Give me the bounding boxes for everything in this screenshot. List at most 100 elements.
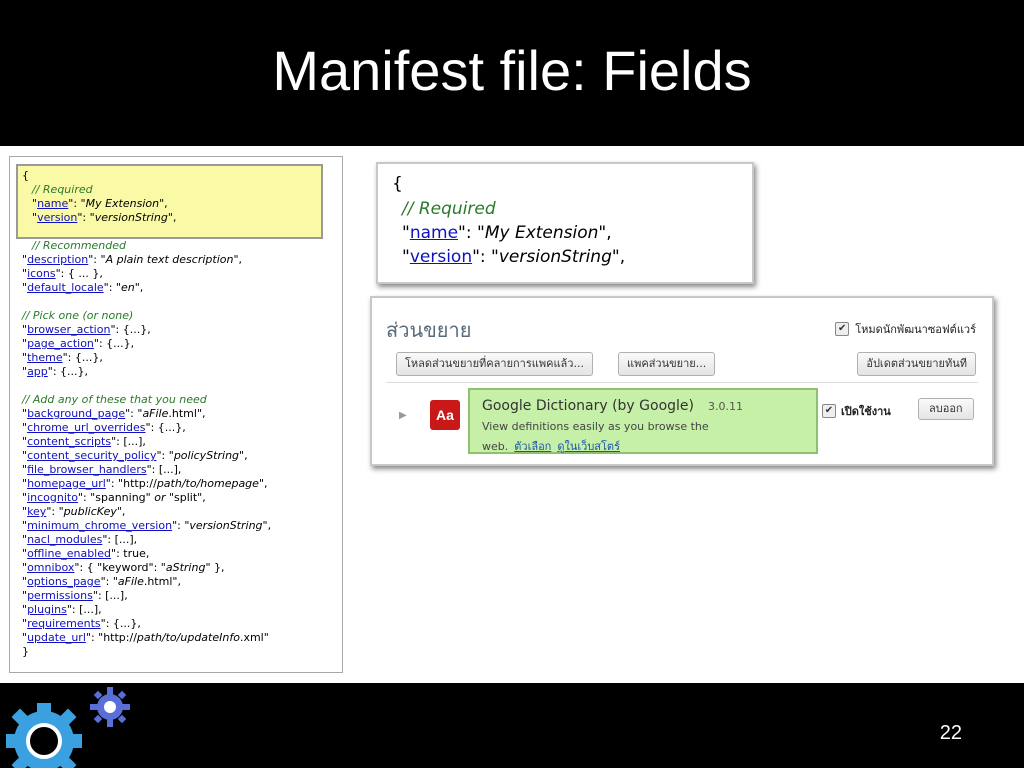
zoom-key-version: version xyxy=(409,247,473,267)
val-app: : {...}, xyxy=(52,365,89,378)
key-update-url: update_url xyxy=(27,631,86,644)
slide-number: 22 xyxy=(939,722,962,744)
key-file-browser-handlers: file_browser_handlers xyxy=(27,463,147,476)
enabled-toggle[interactable]: ✔ เปิดใช้งาน xyxy=(822,402,891,420)
val-version: versionString xyxy=(94,211,168,224)
code-lines: { // Required "name": "My Extension", "v… xyxy=(22,169,272,658)
zoom-val-version: versionString xyxy=(498,247,612,267)
key-theme: theme xyxy=(27,351,63,364)
extension-description-2: web. ตัวเลือก ดูในเว็บสโตร์ xyxy=(482,437,620,455)
val-background-page: aFile xyxy=(142,407,169,420)
developer-mode-label: โหมดนักพัฒนาซอฟต์แวร์ xyxy=(855,323,976,336)
key-permissions: permissions xyxy=(27,589,93,602)
zoom-val-name: My Extension xyxy=(484,223,599,243)
val-omnibox-prefix: : { "keyword": " xyxy=(79,561,166,574)
key-chrome-url-overrides: chrome_url_overrides xyxy=(27,421,146,434)
load-unpacked-button[interactable]: โหลดส่วนขยายที่คลายการแพคแล้ว... xyxy=(396,352,593,376)
val-page-action: : {...}, xyxy=(98,337,135,350)
extensions-title: ส่วนขยาย xyxy=(386,318,472,342)
enabled-checkbox[interactable]: ✔ xyxy=(822,404,836,418)
remove-button[interactable]: ลบออก xyxy=(918,398,974,420)
large-gear-icon xyxy=(6,703,82,768)
key-default-locale: default_locale xyxy=(27,281,104,294)
close-brace: } xyxy=(22,645,29,658)
key-background-page: background_page xyxy=(27,407,126,420)
val-update-url: path/to/updateInfo xyxy=(136,631,240,644)
val-chrome-url-overrides: : {...}, xyxy=(150,421,186,434)
val-permissions: : [...], xyxy=(97,589,128,602)
val-homepage-url-prefix: : "http:// xyxy=(110,477,157,490)
update-extensions-button[interactable]: อัปเดตส่วนขยายทันที xyxy=(857,352,976,376)
required-zoom-snippet: { // Required "name": "My Extension", "v… xyxy=(376,162,754,284)
add-comment: // Add any of these that you need xyxy=(22,393,207,406)
required-comment: // Required xyxy=(32,183,93,196)
key-page-action: page_action xyxy=(27,337,94,350)
zoom-comment: // Required xyxy=(402,199,496,219)
val-incognito-or: or xyxy=(154,491,166,504)
developer-mode-toggle[interactable]: ✔ โหมดนักพัฒนาซอฟต์แวร์ xyxy=(835,320,976,338)
open-brace: { xyxy=(22,169,29,182)
val-homepage-url: path/to/homepage xyxy=(156,477,259,490)
key-content-scripts: content_scripts xyxy=(27,435,112,448)
extension-description-2-text: web. xyxy=(482,440,509,453)
val-incognito-1: : "spanning" xyxy=(82,491,155,504)
extension-name-row: Google Dictionary (by Google) 3.0.11 xyxy=(482,398,743,414)
val-theme: : {...}, xyxy=(67,351,103,364)
enabled-label: เปิดใช้งาน xyxy=(841,405,891,418)
pack-extension-button[interactable]: แพคส่วนขยาย... xyxy=(618,352,716,376)
extension-description-1: View definitions easily as you browse th… xyxy=(482,420,709,433)
val-content-scripts: : [...], xyxy=(116,435,146,448)
key-csp: content_security_policy xyxy=(27,449,157,462)
key-key: key xyxy=(27,505,47,518)
val-key: publicKey xyxy=(63,505,117,518)
key-options-page: options_page xyxy=(27,575,101,588)
developer-mode-checkbox[interactable]: ✔ xyxy=(835,322,850,336)
key-nacl-modules: nacl_modules xyxy=(27,533,103,546)
key-description: description xyxy=(27,253,89,266)
zoom-key-name: name xyxy=(409,223,459,243)
val-update-url-prefix: : "http:// xyxy=(90,631,137,644)
key-offline-enabled: offline_enabled xyxy=(27,547,111,560)
key-requirements: requirements xyxy=(27,617,101,630)
key-plugins: plugins xyxy=(27,603,67,616)
val-default-locale: en xyxy=(121,281,135,294)
key-version: version xyxy=(37,211,78,224)
key-icons: icons xyxy=(27,267,56,280)
footer-bar xyxy=(0,683,1024,768)
val-offline-enabled: : true, xyxy=(116,547,150,560)
val-plugins: : [...], xyxy=(71,603,102,616)
manifest-code-panel: { // Required "name": "My Extension", "v… xyxy=(9,156,343,673)
title-bar: Manifest file: Fields xyxy=(0,0,1024,146)
required-highlight xyxy=(16,164,323,239)
val-icons: : { ... }, xyxy=(60,267,103,280)
key-browser-action: browser_action xyxy=(27,323,111,336)
expand-arrow-icon[interactable]: ▶ xyxy=(399,410,407,421)
divider xyxy=(386,382,978,383)
slide-title: Manifest file: Fields xyxy=(272,39,752,102)
extension-version: 3.0.11 xyxy=(708,400,743,413)
dictionary-extension-icon: Aa xyxy=(430,400,460,430)
pick-comment: // Pick one (or none) xyxy=(22,309,134,322)
extension-name: Google Dictionary (by Google) xyxy=(482,398,694,414)
web-store-link[interactable]: ดูในเว็บสโตร์ xyxy=(557,440,620,453)
val-csp: policyString xyxy=(173,449,240,462)
recommended-comment: // Recommended xyxy=(32,239,126,252)
extension-card: Google Dictionary (by Google) 3.0.11 View… xyxy=(468,388,818,454)
val-description: A plain text description xyxy=(105,253,234,266)
key-omnibox: omnibox xyxy=(27,561,75,574)
val-name: My Extension xyxy=(85,197,160,210)
key-minimum-chrome-version: minimum_chrome_version xyxy=(27,519,173,532)
val-background-page-ext: .html", xyxy=(168,407,206,420)
zoom-brace: { xyxy=(392,174,403,194)
key-homepage-url: homepage_url xyxy=(27,477,106,490)
key-app: app xyxy=(27,365,48,378)
options-link[interactable]: ตัวเลือก xyxy=(514,440,552,453)
val-omnibox: aString xyxy=(165,561,206,574)
val-minimum-chrome-version: versionString xyxy=(189,519,263,532)
val-options-page: aFile xyxy=(117,575,144,588)
extensions-page: ส่วนขยาย ✔ โหมดนักพัฒนาซอฟต์แวร์ โหลดส่ว… xyxy=(370,296,994,466)
val-nacl-modules: : [...], xyxy=(107,533,138,546)
val-browser-action: : {...}, xyxy=(115,323,151,336)
val-incognito-2: "split", xyxy=(165,491,206,504)
key-name: name xyxy=(37,197,69,210)
